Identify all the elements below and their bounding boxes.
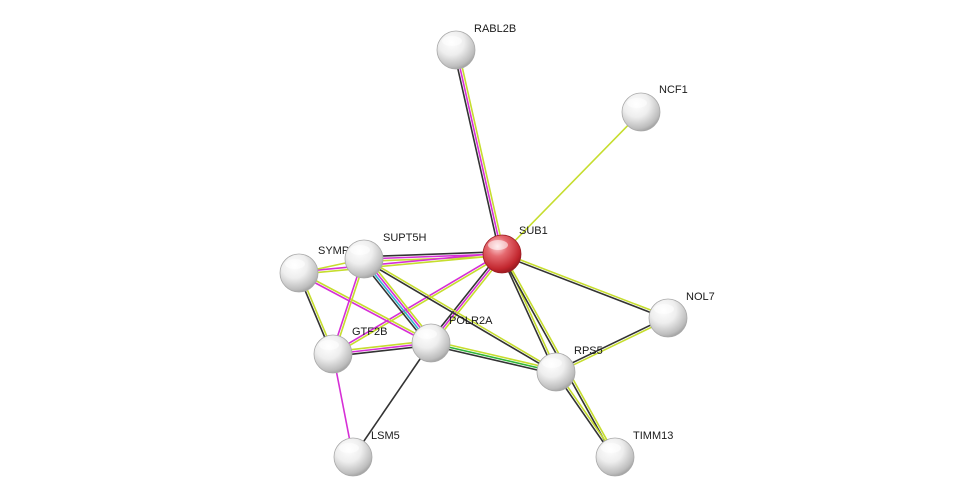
node-supt5h[interactable]: SUPT5H xyxy=(344,232,426,279)
node-label: NCF1 xyxy=(659,84,688,96)
edge-evidence-coexpression xyxy=(500,254,556,373)
edge-sub1-nol7 xyxy=(501,252,669,320)
node-label: RPS5 xyxy=(574,345,603,357)
node-highlight xyxy=(601,443,621,453)
edge-supt5h-rps5 xyxy=(363,257,557,374)
node-label: POLR2A xyxy=(449,315,493,327)
edge-evidence-text-mining xyxy=(364,257,557,372)
edge-nol7-rps5 xyxy=(555,316,669,374)
node-nol7[interactable]: NOL7 xyxy=(648,291,715,338)
node-label: NOL7 xyxy=(686,291,715,303)
node-highlight xyxy=(627,98,647,108)
node-label: SUPT5H xyxy=(383,232,426,244)
edge-evidence-coexpression xyxy=(452,50,501,255)
node-rps5[interactable]: RPS5 xyxy=(536,345,603,392)
node-layer: SUB1RABL2BNCF1SYMPKSUPT5HGTF2BPOLR2ANOL7… xyxy=(279,23,715,477)
edge-evidence-experiments xyxy=(298,273,431,345)
edge-rabl2b-sub1 xyxy=(452,49,506,255)
edge-ncf1-sub1 xyxy=(501,111,642,255)
edge-evidence-coexpression xyxy=(430,344,556,376)
node-label: TIMM13 xyxy=(633,430,673,442)
edge-evidence-text-mining xyxy=(431,339,557,371)
node-label: LSM5 xyxy=(371,430,400,442)
node-label: GTF2B xyxy=(352,326,387,338)
edge-sub1-gtf2b xyxy=(332,252,503,356)
node-lsm5[interactable]: LSM5 xyxy=(333,430,400,477)
node-highlight xyxy=(488,240,508,250)
node-highlight xyxy=(285,259,305,269)
edge-evidence-coexpression xyxy=(363,250,502,258)
edge-evidence-experiments xyxy=(455,49,503,255)
edge-evidence-coexpression xyxy=(501,254,668,320)
edge-evidence-coexpression xyxy=(555,316,668,372)
node-highlight xyxy=(442,36,462,46)
edge-evidence-text-mining xyxy=(457,49,506,254)
node-label: RABL2B xyxy=(474,23,516,35)
edge-evidence-coexpression xyxy=(352,342,432,458)
edge-sympk-polr2a xyxy=(298,271,432,345)
edge-evidence-text-mining xyxy=(502,252,669,318)
edge-evidence-gene-fusion xyxy=(430,342,557,373)
edge-evidence-text-mining xyxy=(501,111,642,255)
edge-evidence-text-mining xyxy=(299,254,503,275)
edge-evidence-experiments xyxy=(332,252,502,354)
edge-sub1-sympk xyxy=(298,252,503,275)
edge-evidence-text-mining xyxy=(299,271,432,343)
edge-evidence-experiments xyxy=(298,252,502,273)
node-highlight xyxy=(654,304,674,314)
node-label: SUB1 xyxy=(519,225,548,237)
edge-evidence-text-mining xyxy=(556,318,669,374)
node-gtf2b[interactable]: GTF2B xyxy=(313,326,387,374)
node-polr2a[interactable]: POLR2A xyxy=(411,315,493,363)
node-highlight xyxy=(339,443,359,453)
node-sub1[interactable]: SUB1 xyxy=(482,225,548,274)
edge-polr2a-rps5 xyxy=(430,339,557,376)
node-highlight xyxy=(542,358,562,368)
edge-evidence-coexpression xyxy=(363,259,556,374)
node-ncf1[interactable]: NCF1 xyxy=(621,84,688,132)
edge-evidence-text-mining xyxy=(333,254,503,356)
node-timm13[interactable]: TIMM13 xyxy=(595,430,673,477)
node-highlight xyxy=(319,340,339,350)
node-highlight xyxy=(350,245,370,255)
node-highlight xyxy=(417,329,437,339)
edge-polr2a-lsm5 xyxy=(352,342,432,458)
node-rabl2b[interactable]: RABL2B xyxy=(436,23,516,70)
